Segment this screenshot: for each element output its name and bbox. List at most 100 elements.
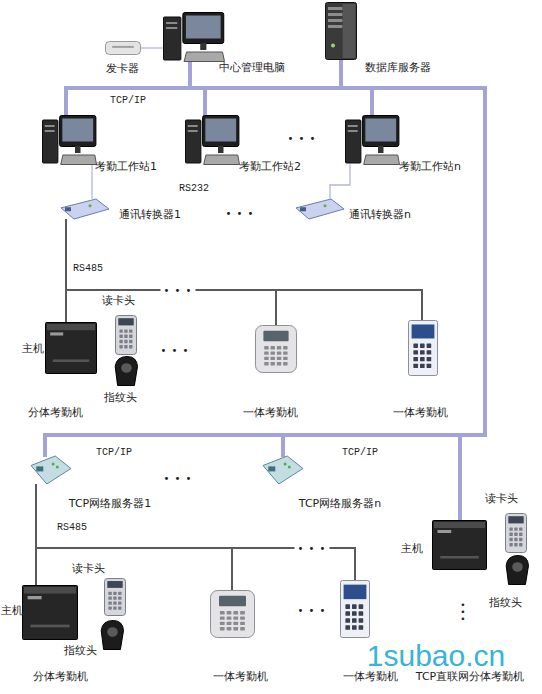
issuer-icon [105, 41, 141, 55]
status-led [288, 466, 291, 469]
tcpip-bus-line [66, 62, 190, 115]
terminal-screen [263, 331, 288, 342]
conv-icon [295, 198, 345, 220]
keypad-key [220, 611, 225, 614]
keypad-key [519, 538, 522, 541]
tcp-icon [30, 455, 72, 485]
keypad-key [271, 357, 275, 360]
network-server-body [263, 456, 303, 484]
reader-body [116, 316, 137, 355]
tcpip-bus-line [190, 62, 485, 455]
keypad-key [345, 618, 350, 623]
ellipsis-dots: • • • [287, 133, 316, 144]
reader-body [105, 579, 126, 616]
keypad-key [124, 335, 127, 338]
device-label: 指纹头 [104, 391, 137, 404]
fingerprint-body [115, 357, 137, 386]
host-box [433, 521, 487, 570]
finger-device: 指纹头 [100, 620, 124, 650]
status-led [52, 463, 55, 466]
keypad-key [118, 597, 121, 600]
reader-display [107, 581, 122, 588]
keypad-key [345, 611, 350, 616]
monitor [60, 116, 96, 147]
keypad-key [359, 604, 364, 609]
keypad-key [345, 604, 350, 609]
termB-device: 一体考勤机 [340, 580, 370, 638]
host-logo [50, 332, 63, 335]
keypad-key [420, 344, 425, 348]
keypad-key [277, 346, 281, 349]
finger-icon [114, 356, 138, 386]
keypad-key [129, 335, 132, 338]
keypad-key [129, 340, 132, 343]
keypad-key [359, 618, 364, 623]
conv-icon [60, 198, 110, 220]
keypad-key [220, 627, 225, 630]
network-port [36, 466, 43, 471]
keypad-key [271, 351, 275, 354]
host-top-edge [24, 587, 76, 594]
device-label: 考勤工作站2 [239, 160, 301, 173]
keypad-key [227, 611, 232, 614]
device-label: 主机 [22, 342, 44, 355]
protocol-label: TCP/IP [342, 447, 378, 458]
keypad-key [427, 344, 432, 348]
host-box [46, 323, 97, 374]
keypad-key [359, 611, 364, 616]
keypad-key [240, 616, 245, 619]
ellipsis-dots: • • • [160, 285, 195, 296]
device-label: 一体考勤机 [393, 406, 448, 419]
keypad-key [427, 350, 432, 354]
drive-bay [45, 130, 55, 132]
converter-body [61, 199, 109, 219]
termA-icon [255, 325, 297, 373]
fingerprint-sensor [121, 363, 132, 373]
pc-icon [163, 12, 225, 62]
device-label: 读卡头 [485, 492, 518, 505]
fingerprint-body [101, 621, 123, 650]
keypad-key [220, 622, 225, 625]
keyboard [184, 52, 224, 62]
device-label: 发卡器 [106, 62, 139, 75]
reader-display [508, 516, 523, 523]
serial-port [300, 207, 306, 211]
server-device: 数据库服务器 [325, 2, 357, 60]
monitor [183, 13, 224, 44]
group-label: 分体考勤机 [33, 669, 88, 684]
keypad-key [264, 357, 268, 360]
host-panel-line [440, 556, 479, 559]
keypad-key [509, 527, 512, 530]
pc-icon [345, 115, 400, 165]
fingerprint-body [506, 556, 528, 585]
host-icon [432, 520, 487, 570]
termB-device: 一体考勤机 [408, 320, 438, 376]
host-device: 主机 [22, 585, 78, 640]
terminal-screen [219, 596, 246, 607]
host-top-edge [47, 324, 95, 330]
protocol-label: TCP/IP [96, 447, 132, 458]
monitor-screen [205, 119, 236, 142]
keypad-key [129, 345, 132, 348]
host-panel-line [30, 625, 69, 628]
keypad-key [227, 627, 232, 630]
monitor-stand [75, 146, 81, 153]
keypad-key [233, 627, 238, 630]
status-led [89, 204, 92, 207]
keypad-key [519, 543, 522, 546]
keypad-key [118, 607, 121, 610]
card-slot [112, 46, 134, 48]
finger-device: 指纹头 [505, 555, 529, 585]
device-label: 考勤工作站1 [95, 160, 157, 173]
pc-icon [42, 115, 97, 165]
reader-icon [115, 315, 137, 355]
rs232-line [141, 47, 163, 48]
keypad-key [108, 607, 111, 610]
drive-bay [328, 19, 342, 22]
fingerprint-sensor [107, 627, 118, 637]
terminal-body [409, 321, 438, 376]
ellipsis-dots: • • • [294, 543, 329, 554]
tcp-device: TCP网络服务器1 [30, 455, 72, 485]
